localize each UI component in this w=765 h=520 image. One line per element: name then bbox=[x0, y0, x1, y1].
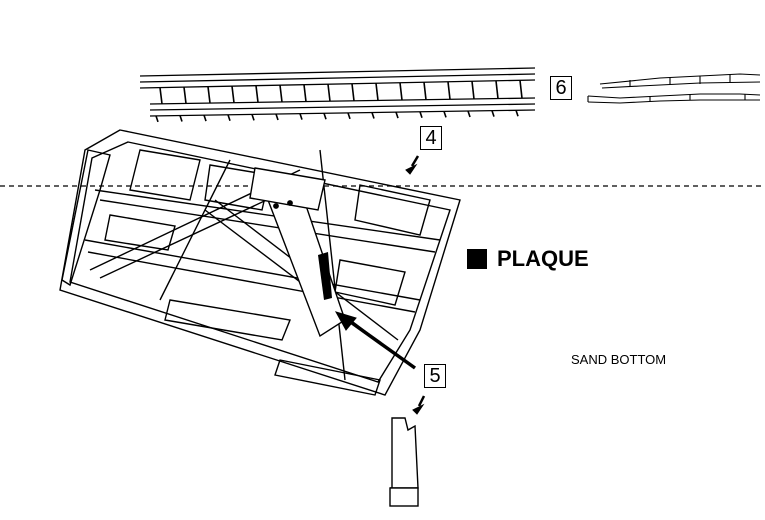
rail-tie-stub bbox=[371, 112, 375, 119]
sand-bottom-label: SAND BOTTOM bbox=[571, 352, 667, 367]
rail-tie bbox=[519, 80, 523, 99]
rail-tie-stub bbox=[227, 114, 231, 121]
rail-tie bbox=[327, 84, 331, 102]
rail-tie bbox=[495, 80, 499, 99]
timber-beam bbox=[249, 167, 346, 338]
rail-tie bbox=[255, 85, 259, 103]
rail-tie-stub bbox=[203, 114, 207, 122]
plaque-legend-swatch bbox=[467, 249, 487, 269]
rail-tie-stub bbox=[395, 111, 399, 119]
rail-tie bbox=[183, 87, 187, 104]
artifact-fragment bbox=[389, 417, 419, 507]
rail-tie-stub bbox=[491, 110, 495, 117]
wreck-frame bbox=[59, 129, 461, 396]
rail-tie-stub bbox=[443, 111, 447, 118]
marker-4: 4 bbox=[420, 126, 442, 150]
plaque-legend-label: PLAQUE bbox=[497, 246, 589, 271]
rail-tie bbox=[231, 86, 235, 103]
rail-section bbox=[139, 67, 536, 123]
rail-tie-stub bbox=[323, 112, 327, 120]
rail-tie bbox=[159, 87, 163, 104]
rail-tie-stub bbox=[251, 114, 255, 121]
pointer-arrows bbox=[334, 155, 426, 415]
rail-tie bbox=[351, 83, 355, 101]
rail-tie-stub bbox=[419, 111, 423, 118]
rail-tie-stub bbox=[179, 115, 183, 122]
rail-tie bbox=[207, 86, 211, 104]
rail-tie-stub bbox=[467, 110, 471, 118]
rail-tie-stub bbox=[347, 112, 351, 120]
rail-tie-stub bbox=[155, 115, 159, 123]
rail-tie bbox=[279, 85, 283, 103]
rail-tie bbox=[447, 81, 451, 100]
rail-tie-stub bbox=[515, 109, 519, 117]
rail-tie bbox=[471, 81, 475, 100]
rail-tie bbox=[303, 84, 307, 102]
rail-tie bbox=[423, 82, 427, 100]
marker-6: 6 bbox=[550, 76, 572, 100]
rail-tie bbox=[399, 82, 403, 101]
rail-tie bbox=[375, 83, 379, 101]
rail-tie-stub bbox=[299, 113, 303, 120]
rail-tie-stub bbox=[275, 113, 279, 121]
rail-fragments bbox=[587, 73, 761, 104]
plaque-legend: PLAQUE bbox=[467, 246, 589, 272]
marker-5: 5 bbox=[424, 364, 446, 388]
